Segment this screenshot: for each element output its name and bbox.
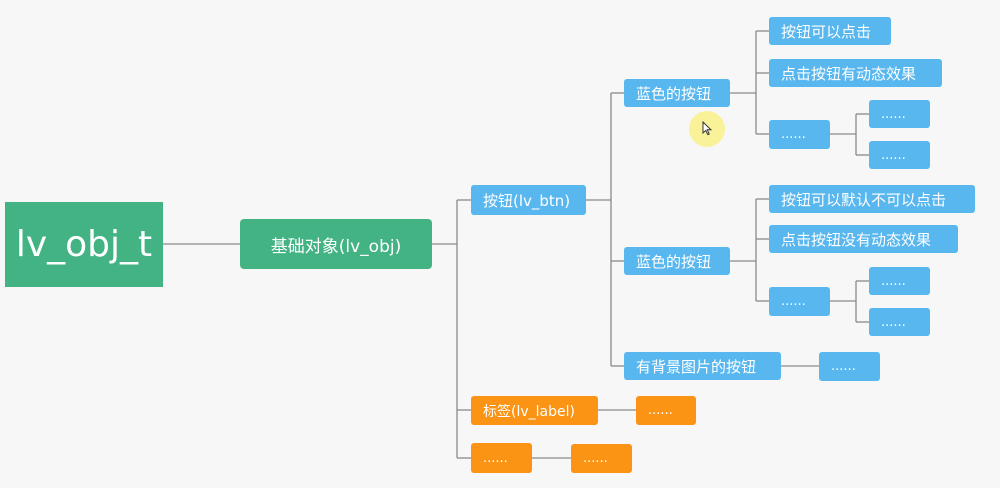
label-child-node[interactable]: ...... xyxy=(636,396,696,425)
blue2-item-3-label: ...... xyxy=(781,294,806,309)
blue-button-label-2: 蓝色的按钮 xyxy=(636,252,712,271)
blue2-item-1-label: 按钮可以默认不可以点击 xyxy=(781,190,947,209)
blue-button-label-1: 蓝色的按钮 xyxy=(636,84,712,103)
blue1-item-2[interactable]: 点击按钮有动态效果 xyxy=(769,59,942,87)
label-node[interactable]: 标签(lv_label) xyxy=(471,396,598,425)
bg-button-item-1[interactable]: ...... xyxy=(819,352,880,381)
mouse-pointer-icon xyxy=(702,121,712,136)
bg-button-item-1-label: ...... xyxy=(831,359,856,374)
label-node-label: 标签(lv_label) xyxy=(483,403,575,420)
more-child-label: ...... xyxy=(583,451,608,466)
more-node-label: ...... xyxy=(483,450,508,466)
root-node[interactable]: lv_obj_t xyxy=(5,202,163,287)
blue1-item-1-label: 按钮可以点击 xyxy=(781,22,872,41)
blue-button-node-1[interactable]: 蓝色的按钮 xyxy=(624,79,730,107)
blue2-item-2[interactable]: 点击按钮没有动态效果 xyxy=(769,225,958,253)
background-image-button-label: 有背景图片的按钮 xyxy=(636,357,757,376)
base-object-node[interactable]: 基础对象(lv_obj) xyxy=(240,219,432,269)
blue1-sub-1-label: ...... xyxy=(881,106,906,122)
blue1-item-3-label: ...... xyxy=(781,127,806,142)
base-object-label: 基础对象(lv_obj) xyxy=(270,236,402,257)
blue2-item-2-label: 点击按钮没有动态效果 xyxy=(781,230,932,249)
blue1-sub-1[interactable]: ...... xyxy=(869,100,930,128)
blue2-sub-2-label: ...... xyxy=(881,314,906,330)
button-node[interactable]: 按钮(lv_btn) xyxy=(471,185,586,215)
button-node-label: 按钮(lv_btn) xyxy=(483,191,571,210)
label-child-label: ...... xyxy=(648,403,673,418)
blue2-sub-1[interactable]: ...... xyxy=(869,267,930,295)
blue2-sub-1-label: ...... xyxy=(881,273,906,289)
blue1-item-1[interactable]: 按钮可以点击 xyxy=(769,17,891,45)
more-child-node[interactable]: ...... xyxy=(571,444,632,473)
blue-button-node-2[interactable]: 蓝色的按钮 xyxy=(624,247,730,275)
blue2-sub-2[interactable]: ...... xyxy=(869,308,930,336)
blue1-item-2-label: 点击按钮有动态效果 xyxy=(781,64,917,83)
root-label: lv_obj_t xyxy=(15,224,153,265)
background-image-button-node[interactable]: 有背景图片的按钮 xyxy=(624,352,781,380)
blue1-item-3[interactable]: ...... xyxy=(769,120,830,149)
blue2-item-3[interactable]: ...... xyxy=(769,287,830,316)
more-node[interactable]: ...... xyxy=(471,443,532,473)
blue1-sub-2-label: ...... xyxy=(881,147,906,163)
blue2-item-1[interactable]: 按钮可以默认不可以点击 xyxy=(769,185,975,213)
blue1-sub-2[interactable]: ...... xyxy=(869,141,930,169)
